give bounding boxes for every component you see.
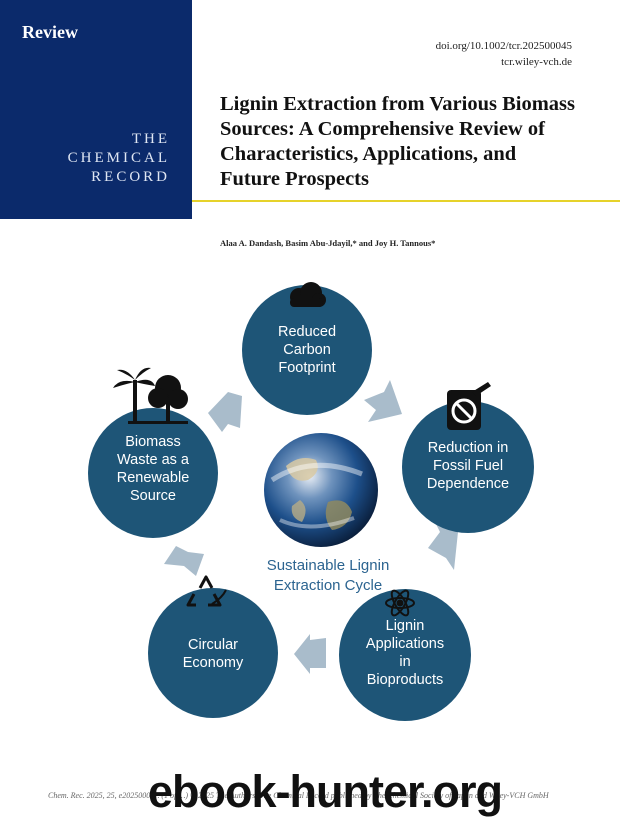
node-label: Circular [188, 637, 238, 653]
node-label: Applications [366, 636, 444, 652]
node-label: Fossil Fuel [433, 458, 503, 474]
node-label: Renewable [117, 470, 190, 486]
node-label: Reduction in [428, 440, 509, 456]
no-fuel-icon [447, 382, 491, 430]
node-label: in [399, 654, 410, 670]
doi-block: doi.org/10.1002/tcr.202500045 tcr.wiley-… [436, 38, 572, 70]
doi-link[interactable]: doi.org/10.1002/tcr.202500045 [435, 40, 572, 52]
watermark: ebook-hunter.org [148, 766, 503, 817]
node-label: Bioproducts [367, 672, 444, 688]
journal-name-line: THE [131, 131, 170, 147]
title-rule [192, 200, 620, 202]
node-label: Footprint [278, 360, 335, 376]
node-label: Economy [183, 655, 244, 671]
cloud-icon [290, 282, 326, 307]
article-authors: Alaa A. Dandash, Basim Abu-Jdayil,* and … [220, 238, 436, 248]
cycle-arrow [364, 380, 402, 422]
node-label: Waste as a [117, 452, 190, 468]
atom-icon [385, 589, 415, 617]
cycle-arrow [164, 546, 204, 576]
section-label: Review [22, 22, 78, 42]
cycle-arrow [294, 634, 326, 674]
node-label: Dependence [427, 476, 509, 492]
trees-icon [113, 367, 188, 424]
node-lignin-applications [339, 589, 471, 721]
journal-name-line: CHEMICAL [67, 150, 170, 166]
earth-globe [264, 433, 378, 547]
article-title: Lignin Extraction from Various Biomass S… [220, 93, 575, 190]
node-biomass-waste [88, 408, 218, 538]
node-reduced-carbon [242, 285, 372, 415]
node-label: Source [130, 488, 176, 504]
cycle-title: Extraction Cycle [274, 577, 382, 594]
graphical-abstract: Reduced Carbon Footprint Reduction in Fo… [88, 282, 534, 721]
cycle-arrow [428, 520, 458, 570]
node-circular-economy [148, 588, 278, 718]
node-label: Biomass [125, 434, 181, 450]
citation-footer: Chem. Rec. 2025, 25, e2025000 … (1 of …)… [48, 791, 549, 800]
journal-name-line: RECORD [91, 169, 170, 185]
journal-banner: Review THE CHEMICAL RECORD [0, 0, 192, 219]
recycle-icon [186, 575, 227, 607]
node-label: Reduced [278, 324, 336, 340]
node-label: Lignin [386, 618, 425, 634]
site-link[interactable]: tcr.wiley-vch.de [501, 56, 572, 68]
cycle-title: Sustainable Lignin [267, 557, 390, 574]
journal-name: THE CHEMICAL RECORD [10, 130, 170, 187]
node-fossil-fuel [402, 401, 534, 533]
node-label: Carbon [283, 342, 331, 358]
cycle-arrow [208, 392, 242, 432]
